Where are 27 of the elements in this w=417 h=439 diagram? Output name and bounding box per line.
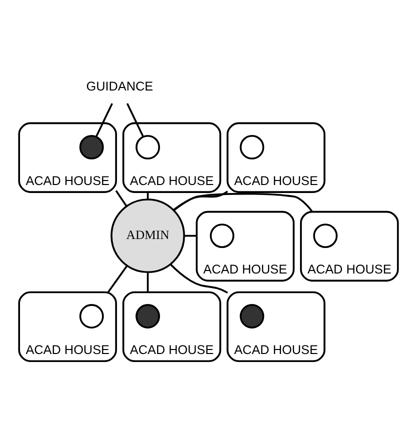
connector	[126, 103, 144, 138]
node-circle	[210, 224, 234, 248]
cluster: ACAD HOUSE	[122, 122, 222, 193]
connector	[115, 190, 128, 207]
node-circle	[240, 134, 264, 160]
node-text: GUIDANCE	[86, 79, 154, 94]
node-circle	[240, 304, 264, 328]
cluster: ACAD HOUSE	[196, 210, 295, 282]
connector	[184, 234, 197, 237]
node-circle	[313, 224, 338, 248]
cluster: ACAD HOUSE	[226, 122, 326, 193]
cluster: ACAD HOUSE	[18, 122, 117, 193]
cluster: ACAD HOUSE	[300, 210, 399, 282]
connector	[95, 103, 113, 138]
connector	[146, 272, 149, 292]
cluster: ACAD HOUSE	[122, 291, 222, 362]
connector	[107, 265, 128, 293]
node-circle	[79, 134, 104, 160]
node-circle	[79, 304, 104, 328]
node-circle	[136, 304, 160, 328]
connector	[173, 192, 314, 212]
connector	[173, 190, 228, 211]
cluster: ACAD HOUSE	[226, 291, 326, 362]
cluster: ACAD HOUSE	[18, 291, 117, 362]
node-circle: ADMIN	[110, 198, 186, 274]
node-circle	[136, 134, 160, 160]
connector	[170, 264, 228, 294]
